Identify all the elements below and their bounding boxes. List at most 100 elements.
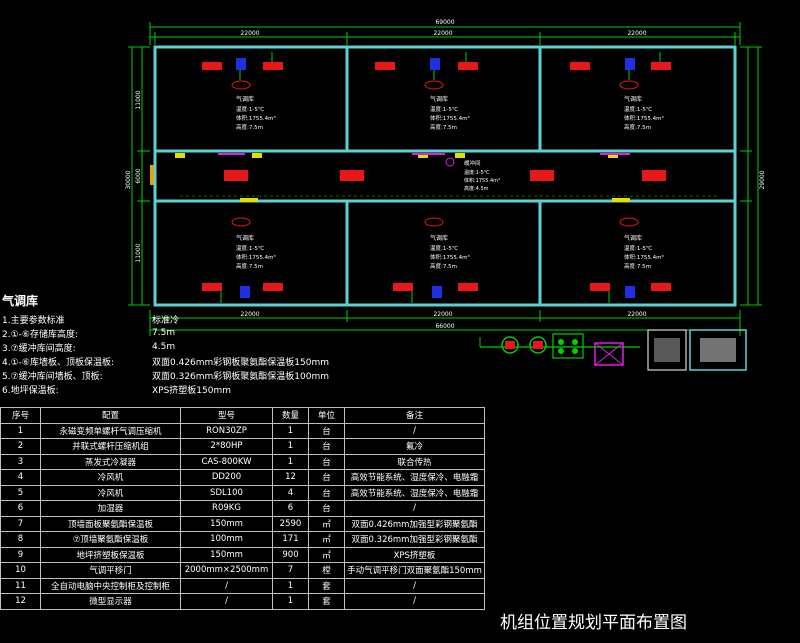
table-cell: 8 — [0, 531, 41, 548]
table-cell: ㎡ — [308, 546, 345, 563]
room-line: 体积:1755.4m³ — [624, 253, 664, 261]
notes-header: 气调库 — [2, 294, 39, 308]
note-value: 标准冷 — [152, 315, 180, 326]
table-cell: 150mm — [180, 515, 273, 532]
dim-left-height: 30000 — [125, 170, 132, 189]
table-cell: 全自动电脑中央控制柜及控制柜 — [40, 577, 181, 594]
note-value: XPS挤塑板150mm — [152, 385, 232, 396]
table-cell: 9 — [0, 546, 41, 563]
room-title: 气调库 — [430, 95, 448, 103]
corridor: 缓冲间 温度:1-5℃ 体积:1755.4m³ 高度:4.5m — [150, 153, 720, 202]
table-cell: 6 — [272, 500, 309, 517]
dim-col-2: 22000 — [433, 30, 452, 37]
room-title: 气调库 — [624, 95, 642, 103]
room-title: 气调库 — [236, 95, 254, 103]
note-key: 6.地坪保温板: — [2, 385, 59, 396]
room-line: 体积:1755.4m³ — [430, 253, 470, 261]
table-cell: 900 — [272, 546, 309, 563]
table-cell: R09KG — [180, 500, 273, 517]
table-cell: 1 — [272, 577, 309, 594]
table-cell: 气调平移门 — [40, 562, 181, 579]
note-row: 3.⑦缓冲库间高度:4.5m — [2, 340, 482, 354]
table-cell: 台 — [308, 438, 345, 455]
table-cell: 套 — [308, 593, 345, 610]
col-header: 数量 — [272, 407, 309, 424]
corridor-line: 体积:1755.4m³ — [464, 177, 500, 184]
table-cell: 套 — [308, 577, 345, 594]
corridor-title: 缓冲间 — [464, 159, 481, 167]
table-cell: 171 — [272, 531, 309, 548]
dim-bottom-col-2: 22000 — [433, 311, 452, 318]
table-cell: 10 — [0, 562, 41, 579]
table-cell: / — [344, 422, 485, 439]
dim-right-height: 29000 — [759, 170, 766, 189]
dim-left-room-bottom: 11000 — [135, 243, 142, 262]
table-cell: 3 — [0, 453, 41, 470]
note-row: 5.⑦缓冲库间墙板、顶板:双面0.326mm彩钢板聚氨酯保温板100mm — [2, 368, 482, 382]
top-dimensions — [149, 22, 741, 45]
room-top-2: 气调库 温度:1-5℃ 体积:1755.4m³ 高度:7.5m — [375, 52, 478, 131]
room-line: 体积:1755.4m³ — [430, 114, 470, 122]
table-cell: SDL100 — [180, 484, 273, 501]
dim-overall-width: 69000 — [435, 19, 454, 26]
table-cell: 高效节能系统、湿度保冷、电融霜 — [344, 484, 485, 501]
drawing-title: 机组位置规划平面布置图 — [500, 613, 687, 633]
table-cell: 5 — [0, 484, 41, 501]
table-cell: 冷风机 — [40, 469, 181, 486]
room-line: 高度:7.5m — [624, 123, 651, 131]
room-line: 温度:1-5℃ — [624, 105, 652, 113]
dim-bottom-overall: 66000 — [435, 323, 454, 330]
room-bottom-2: 气调库 温度:1-5℃ 体积:1755.4m³ 高度:7.5m — [393, 217, 478, 303]
table-cell: 手动气调平移门双面聚氨酯150mm — [344, 562, 485, 579]
table-cell: 1 — [272, 422, 309, 439]
table-cell: 1 — [272, 593, 309, 610]
table-cell: 2*80HP — [180, 438, 273, 455]
machine-room-equipment — [479, 329, 747, 371]
table-cell: 高效节能系统、湿度保冷、电融霜 — [344, 469, 485, 486]
corridor-line: 温度:1-5℃ — [464, 169, 490, 176]
table-cell: CAS-800KW — [180, 453, 273, 470]
table-cell: 顶墙面板聚氨酯保温板 — [40, 515, 181, 532]
room-line: 高度:7.5m — [236, 262, 263, 270]
room-top-1: 气调库 温度:1-5℃ 体积:1755.4m³ 高度:7.5m — [202, 52, 283, 131]
table-cell: 加湿器 — [40, 500, 181, 517]
room-title: 气调库 — [236, 234, 254, 242]
table-cell: XPS挤塑板 — [344, 546, 485, 563]
table-cell: 台 — [308, 500, 345, 517]
dim-left-room-top: 11000 — [135, 90, 142, 109]
table-cell: 1 — [272, 453, 309, 470]
table-cell: 樘 — [308, 562, 345, 579]
table-cell: / — [344, 593, 485, 610]
note-key: 2.①-⑥存储库高度: — [2, 329, 79, 340]
table-cell: 蒸发式冷凝器 — [40, 453, 181, 470]
table-cell: / — [180, 577, 273, 594]
table-header-row: 序号 配置 型号 数量 单位 备注 — [0, 407, 485, 424]
note-key: 3.⑦缓冲库间高度: — [2, 343, 76, 354]
room-bottom-1: 气调库 温度:1-5℃ 体积:1755.4m³ 高度:7.5m — [202, 217, 283, 303]
room-line: 温度:1-5℃ — [430, 244, 458, 252]
table-cell: 冷风机 — [40, 484, 181, 501]
bottom-dimensions — [149, 310, 741, 336]
floor-plan-drawing: 69000 22000 22000 22000 22000 22000 2200… — [125, 19, 766, 371]
col-header: 序号 — [0, 407, 41, 424]
dim-col-3: 22000 — [627, 30, 646, 37]
room-line: 高度:7.5m — [430, 262, 457, 270]
table-cell: 台 — [308, 422, 345, 439]
note-row: 2.①-⑥存储库高度:7.5m — [2, 326, 482, 340]
design-notes: 气调库 1.主要参数标准标准冷 2.①-⑥存储库高度:7.5m 3.⑦缓冲库间高… — [2, 292, 482, 396]
table-cell: 12 — [272, 469, 309, 486]
room-title: 气调库 — [430, 234, 448, 242]
table-cell: 台 — [308, 469, 345, 486]
room-line: 高度:7.5m — [430, 123, 457, 131]
room-line: 体积:1755.4m³ — [624, 114, 664, 122]
table-cell: 7 — [272, 562, 309, 579]
table-cell: 永磁变频单螺杆气调压缩机 — [40, 422, 181, 439]
table-cell: 2590 — [272, 515, 309, 532]
note-row: 6.地坪保温板: XPS挤塑板150mm — [2, 382, 482, 396]
